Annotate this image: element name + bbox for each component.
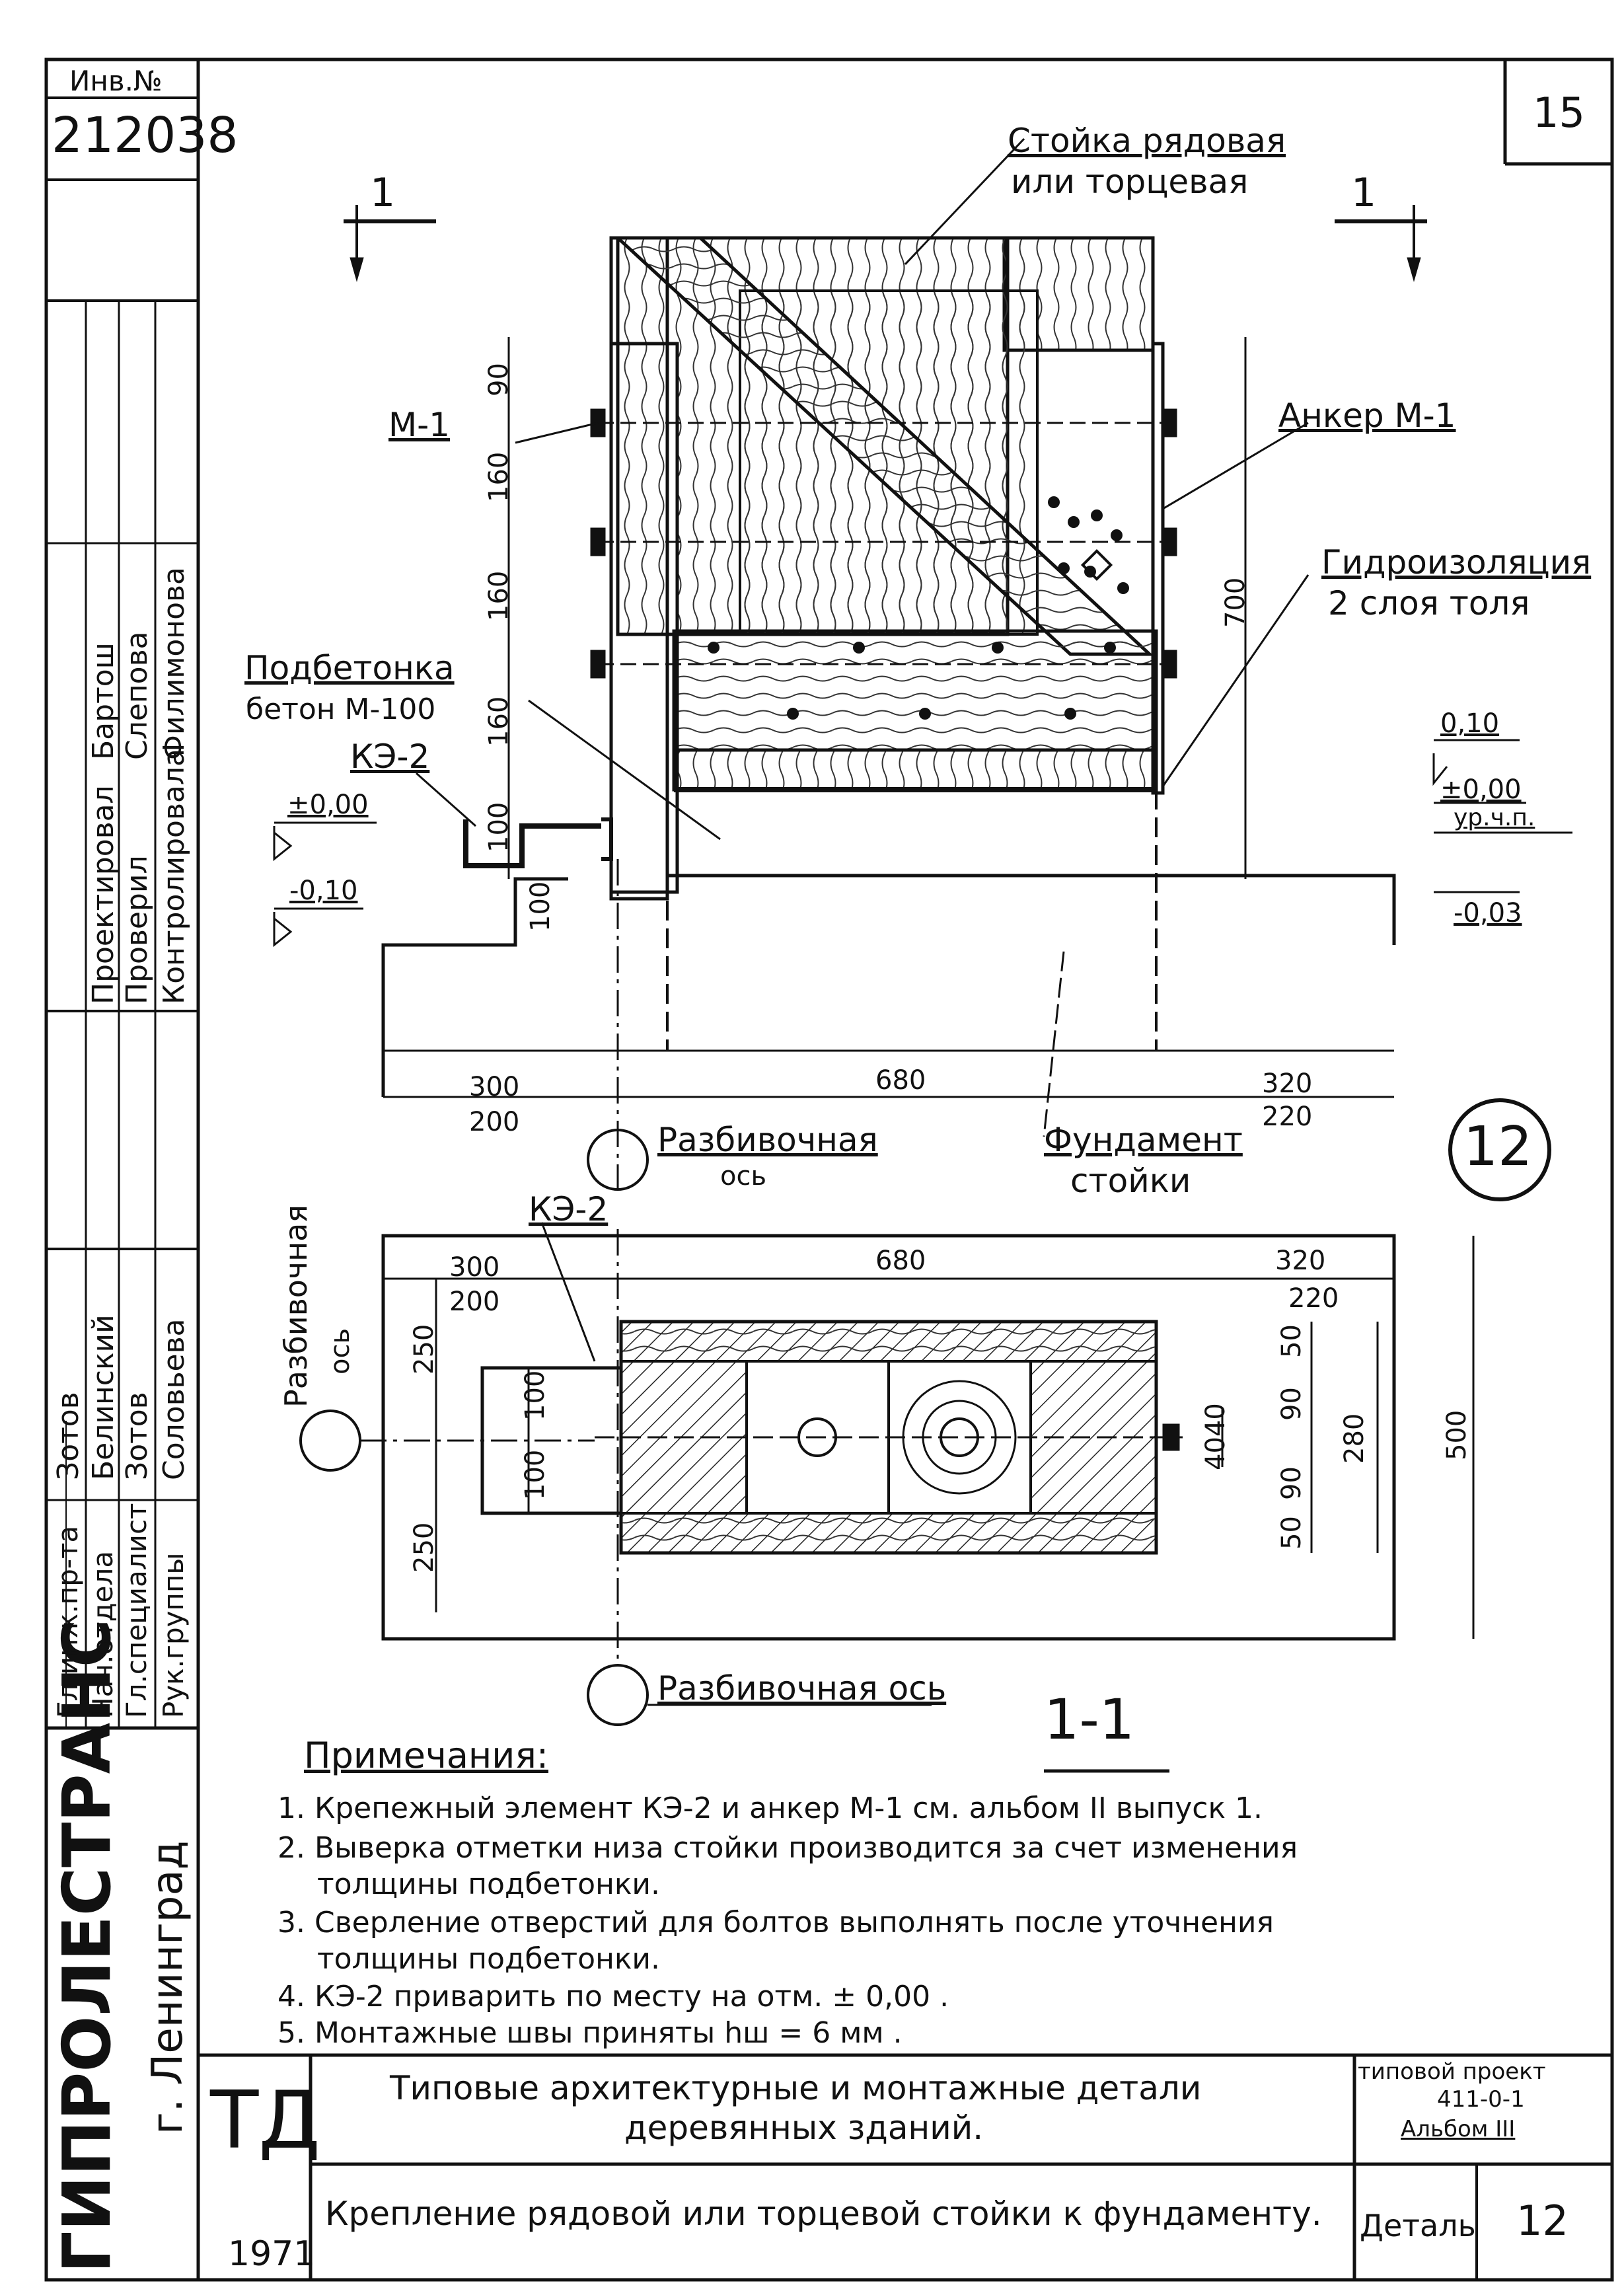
plan-dim-500: 500	[1442, 1410, 1472, 1460]
dim-160a: 160	[484, 451, 514, 502]
note-3b: толщины подбетонки.	[317, 1942, 660, 1976]
role-1: Нач.отдела	[87, 1550, 119, 1718]
dim-300: 300	[469, 1072, 520, 1102]
foundation-label: Фундамент	[1044, 1121, 1243, 1159]
inv-number: 212038	[52, 107, 239, 164]
city-name: г. Ленинград	[143, 1840, 192, 2134]
plan-dim-200: 200	[449, 1287, 500, 1317]
dim-320: 320	[1262, 1069, 1313, 1099]
plan-ke2-label: КЭ-2	[529, 1190, 609, 1228]
level-010-left: -0,10	[289, 876, 358, 906]
subconcrete-label-2: бетон М-100	[246, 693, 436, 726]
name2-0: Бартош	[87, 642, 120, 760]
name2-1: Слепова	[120, 631, 154, 761]
dim-90: 90	[484, 363, 514, 396]
plan-dim-220: 220	[1288, 1283, 1339, 1314]
dim-680: 680	[875, 1065, 926, 1096]
plan-dim-320: 320	[1275, 1246, 1326, 1276]
note-2b: толщины подбетонки.	[317, 1867, 660, 1901]
name-0: Зотов	[52, 1392, 85, 1480]
plan-view	[299, 1222, 1475, 1773]
column-label-2: или торцевая	[1011, 163, 1249, 201]
waterproof-label: Гидроизоляция	[1321, 543, 1592, 582]
plan-dim-100a: 100	[520, 1370, 550, 1421]
plan-dim-50a: 50	[1276, 1324, 1307, 1358]
plan-dim-4040: 4040	[1200, 1403, 1231, 1470]
elevation-view	[273, 137, 1572, 1201]
plan-axis-left: Разбивочная	[278, 1204, 314, 1408]
title-line-1: Типовые архитектурные и монтажные детали	[390, 2069, 1202, 2107]
dim-700: 700	[1220, 577, 1251, 628]
dim-100b: 100	[525, 881, 556, 932]
section-mark-right: 1	[1351, 170, 1377, 216]
level-010-right: 0,10	[1440, 708, 1500, 739]
detail-circle-number: 12	[1463, 1115, 1533, 1178]
axis-label: Разбивочная	[657, 1121, 878, 1159]
plan-dim-250b: 250	[409, 1522, 439, 1573]
name-3: Соловьева	[157, 1318, 191, 1480]
role2-0: Проектировал	[87, 785, 120, 1004]
level-003: -0,03	[1454, 898, 1522, 928]
plan-axis-left-2: ось	[325, 1328, 355, 1374]
year: 1971	[228, 2234, 316, 2274]
level-000-right: ±0,00	[1440, 774, 1522, 805]
note-3: 3. Сверление отверстий для болтов выполн…	[277, 1906, 1274, 1939]
note-5: 5. Монтажные швы приняты hш = 6 мм .	[277, 2016, 903, 2050]
subtitle: Крепление рядовой или торцевой стойки к …	[325, 2195, 1322, 2233]
plan-dim-100b: 100	[520, 1449, 550, 1500]
name2-2: Филимонова	[157, 567, 191, 760]
role-0: Гл.инж.пр-та	[52, 1525, 84, 1718]
level-upn: ур.ч.п.	[1454, 804, 1535, 831]
detail-label: Деталь	[1360, 2208, 1476, 2243]
project-line-1: типовой проект	[1358, 2058, 1546, 2085]
plan-axis-bottom: Разбивочная ось	[657, 1669, 947, 1708]
notes-title: Примечания:	[304, 1735, 549, 1776]
ke2-label: КЭ-2	[350, 737, 430, 776]
plan-dim-90a: 90	[1276, 1387, 1307, 1421]
level-000-left: ±0,00	[287, 790, 369, 820]
project-line-2: 411-0-1	[1437, 2086, 1525, 2113]
m1-label: М-1	[388, 406, 450, 444]
role-3: Рук.группы	[157, 1552, 190, 1718]
section-title: 1-1	[1044, 1687, 1135, 1752]
plan-dim-90b: 90	[1276, 1466, 1307, 1500]
dim-100a: 100	[484, 802, 514, 852]
role-2: Гл.специалист	[120, 1503, 153, 1718]
section-mark-left: 1	[370, 170, 396, 216]
detail-value: 12	[1516, 2197, 1569, 2245]
dim-160c: 160	[484, 696, 514, 747]
subconcrete-label: Подбетонка	[244, 649, 455, 687]
td-logo: ТД	[210, 2075, 321, 2167]
title-line-2: деревянных зданий.	[624, 2109, 984, 2147]
column-label: Стойка рядовая	[1008, 122, 1286, 160]
plan-dim-250a: 250	[409, 1324, 439, 1374]
plan-dim-680: 680	[875, 1246, 926, 1276]
foundation-label-2: стойки	[1070, 1162, 1191, 1200]
dim-200: 200	[469, 1107, 520, 1137]
inv-label: Инв.№	[69, 65, 163, 97]
role2-2: Контролировала	[157, 749, 191, 1004]
plan-dim-50b: 50	[1276, 1516, 1307, 1550]
name-1: Белинский	[87, 1314, 120, 1480]
dim-220: 220	[1262, 1102, 1313, 1132]
name-2: Зотов	[120, 1392, 154, 1480]
note-1: 1. Крепежный элемент КЭ-2 и анкер М-1 см…	[277, 1791, 1263, 1825]
note-4: 4. КЭ-2 приварить по месту на отм. ± 0,0…	[277, 1980, 949, 2013]
frame	[44, 57, 1614, 2282]
dim-160b: 160	[484, 570, 514, 621]
plan-dim-280: 280	[1339, 1413, 1370, 1464]
page-number: 15	[1533, 89, 1585, 137]
plan-dim-300: 300	[449, 1252, 500, 1283]
note-2: 2. Выверка отметки низа стойки производи…	[277, 1831, 1298, 1865]
anchor-label: Анкер М-1	[1278, 396, 1456, 435]
role2-1: Проверил	[120, 855, 154, 1004]
project-line-3: Альбом III	[1401, 2116, 1516, 2142]
waterproof-label-2: 2 слоя толя	[1328, 584, 1530, 622]
axis-label-2: ось	[720, 1161, 767, 1191]
